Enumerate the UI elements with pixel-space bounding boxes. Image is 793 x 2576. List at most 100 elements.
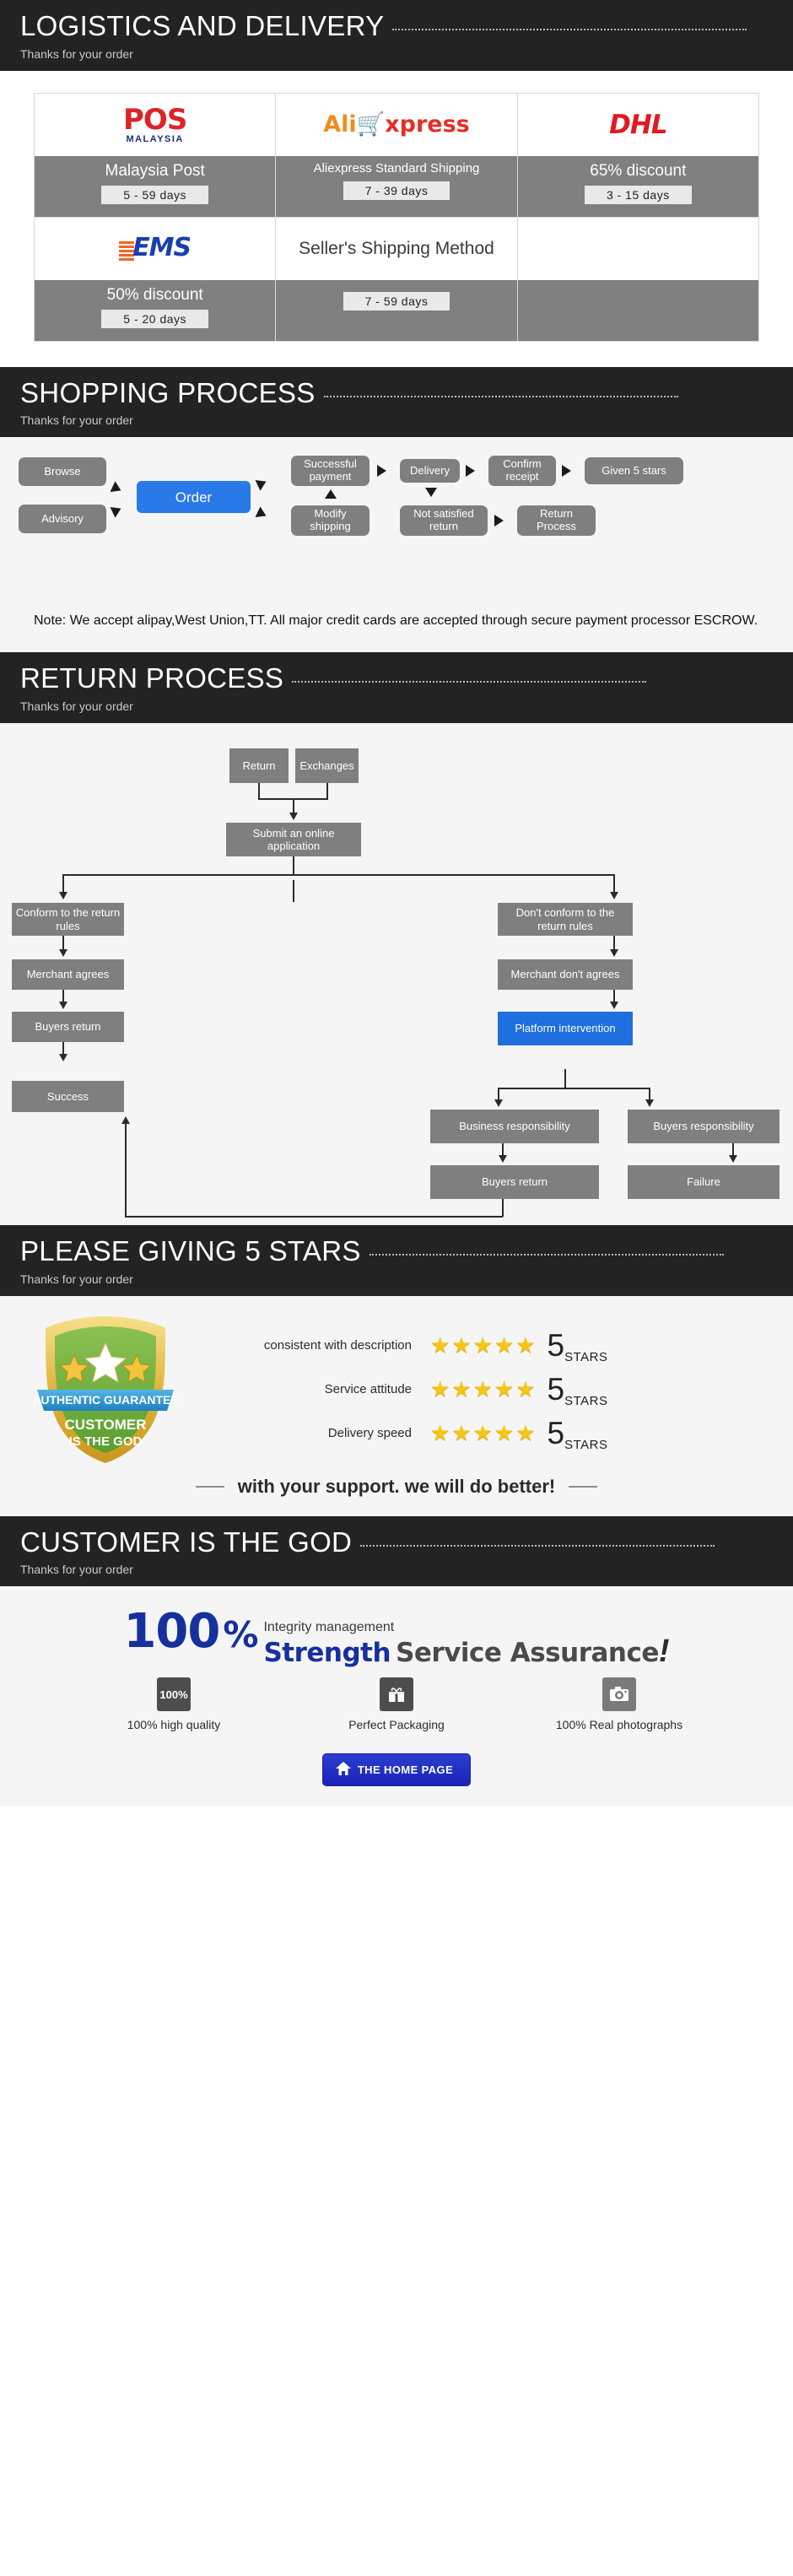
camera-icon: [602, 1677, 636, 1712]
logistics-section-header: LOGISTICS AND DELIVERY Thanks for your o…: [0, 0, 793, 71]
divider-dash-left: [195, 1485, 224, 1488]
arrow-not-satisfied-to-return-process: [494, 515, 504, 527]
flow-node-buyers-return-left: Buyers return: [12, 1012, 124, 1043]
arrow-to-platform-intervention: [610, 1002, 618, 1010]
star-rating-icons: ★★★★★: [430, 1376, 537, 1402]
feature-high-quality: 100% 100% high quality: [94, 1677, 254, 1731]
flow-node-business-responsibility: Business responsibility: [430, 1110, 599, 1144]
connector: [564, 1069, 566, 1090]
shield-icon: AUTHENTIC GUARANTEE CUSTOMER IS THE GOD: [34, 1315, 177, 1463]
table-row: POS MALAYSIA Malaysia Post 5 - 59 days A…: [33, 92, 760, 218]
star-rating-icons: ★★★★★: [430, 1332, 537, 1358]
shipping-cell-malaysia-post: POS MALAYSIA Malaysia Post 5 - 59 days: [33, 92, 277, 218]
connector: [502, 1143, 504, 1159]
connector: [613, 936, 615, 954]
arrow-browse-to-order: [110, 481, 124, 496]
feature-real-photographs: 100% Real photographs: [539, 1677, 699, 1731]
connector: [326, 783, 328, 800]
connector: [62, 990, 64, 1006]
assurance-percent: %: [223, 1614, 259, 1656]
header-dotted-rule: [323, 395, 678, 397]
shipping-method-name: Aliexpress Standard Shipping: [313, 160, 480, 176]
shipping-method-name: Malaysia Post: [105, 161, 205, 180]
rating-unit: STARS: [564, 1350, 608, 1365]
table-row: EMS 50% discount 5 - 20 days Seller's Sh…: [33, 216, 760, 342]
arrow-to-business-responsibility: [494, 1099, 503, 1108]
shipping-cell-seller-method: Seller's Shipping Method 7 - 59 days: [275, 216, 518, 342]
shipping-methods-table: POS MALAYSIA Malaysia Post 5 - 59 days A…: [33, 92, 760, 342]
shipping-methods-table-wrap: POS MALAYSIA Malaysia Post 5 - 59 days A…: [0, 70, 793, 367]
rating-label: Delivery speed: [327, 1425, 412, 1440]
home-page-button[interactable]: THE HOME PAGE: [321, 1753, 472, 1787]
flow-node-failure: Failure: [628, 1165, 780, 1200]
feature-label: 100% Real photographs: [555, 1718, 683, 1732]
badge-line1-text: CUSTOMER: [65, 1417, 147, 1433]
feature-row: 100% 100% high quality Perfect Packaging…: [0, 1677, 793, 1731]
flow-node-merchant-dont-agrees: Merchant don't agrees: [498, 959, 633, 991]
rating-row: consistent with description ★★★★★ 5 STAR…: [186, 1323, 768, 1367]
arrow-to-failure: [729, 1155, 737, 1164]
flow-node-order: Order: [137, 481, 251, 514]
header-dotted-rule: [392, 29, 747, 30]
return-process-flowchart: Return Exchanges Submit an online applic…: [0, 723, 793, 1078]
flow-node-buyers-return-right: Buyers return: [430, 1165, 599, 1200]
percent-100-icon: 100%: [157, 1677, 191, 1712]
god-subtitle: Thanks for your order: [20, 1563, 133, 1577]
dhl-logo-text: DHL: [609, 109, 667, 140]
feature-label: Perfect Packaging: [348, 1718, 445, 1732]
support-tagline: with your support. we will do better!: [0, 1476, 793, 1498]
god-title: CUSTOMER IS THE GOD: [20, 1526, 353, 1558]
shipping-days-badge: 7 - 39 days: [343, 181, 450, 201]
stars-subtitle: Thanks for your order: [20, 1272, 133, 1286]
shipping-method-name: 65% discount: [590, 161, 687, 180]
home-button-label: THE HOME PAGE: [357, 1763, 454, 1777]
arrow-to-buyers-responsibility: [645, 1099, 654, 1108]
ems-logo-text: EMS: [132, 232, 192, 262]
rating-rows: consistent with description ★★★★★ 5 STAR…: [186, 1323, 768, 1455]
connector: [125, 1124, 127, 1218]
header-dotted-rule: [360, 1544, 715, 1547]
flow-node-buyers-responsibility: Buyers responsibility: [628, 1110, 780, 1144]
flow-node-return-process: Return Process: [517, 505, 596, 537]
flow-node-successful-payment: Successful payment: [291, 456, 370, 487]
pos-malaysia-logo-sub: MALAYSIA: [126, 133, 184, 144]
flow-node-confirm-receipt: Confirm receipt: [488, 456, 556, 487]
feature-perfect-packaging: Perfect Packaging: [316, 1677, 477, 1731]
arrow-successful-payment-to-delivery: [377, 465, 386, 478]
arrow-to-conform-rules: [59, 892, 67, 900]
sellers-shipping-method-label: Seller's Shipping Method: [276, 217, 517, 280]
support-text: with your support. we will do better!: [237, 1475, 556, 1497]
shipping-cell-dhl: DHL 65% discount 3 - 15 days: [516, 92, 760, 218]
star-rating-icons: ★★★★★: [430, 1420, 537, 1446]
payment-note: Note: We accept alipay,West Union,TT. Al…: [0, 606, 793, 653]
ratings-section: AUTHENTIC GUARANTEE CUSTOMER IS THE GOD …: [0, 1295, 793, 1516]
stars-title: PLEASE GIVING 5 STARS: [20, 1235, 361, 1267]
shipping-days-badge: 5 - 20 days: [101, 309, 209, 328]
shopping-subtitle: Thanks for your order: [20, 413, 133, 428]
rating-row: Delivery speed ★★★★★ 5 STARS: [186, 1411, 768, 1455]
flow-node-merchant-agrees: Merchant agrees: [12, 959, 124, 991]
rating-unit: STARS: [564, 1438, 608, 1453]
flow-node-modify-shipping: Modify shipping: [291, 505, 370, 537]
dhl-logo: DHL: [517, 93, 758, 156]
pos-malaysia-logo-text: POS: [123, 102, 187, 137]
returns-section-header: RETURN PROCESS Thanks for your order: [0, 652, 793, 724]
shipping-method-name: 50% discount: [106, 285, 203, 304]
arrow-order-to-successful-payment: [255, 476, 269, 491]
connector: [258, 783, 260, 800]
shopping-title: SHOPPING PROCESS: [20, 376, 316, 408]
rating-score: 5: [547, 1327, 565, 1363]
arrow-delivery-to-confirm-receipt: [466, 465, 475, 478]
arrow-modify-shipping-to-successful-payment: [325, 489, 337, 500]
connector: [502, 1199, 504, 1218]
service-assurance-text: Service Assurance: [396, 1637, 659, 1668]
flow-node-conform-rules: Conform to the return rules: [12, 903, 124, 937]
flow-node-given-5-stars: Given 5 stars: [585, 457, 683, 485]
flow-node-platform-intervention: Platform intervention: [498, 1012, 633, 1046]
strength-text: Strength: [263, 1637, 391, 1668]
arrow-delivery-to-not-satisfied: [425, 488, 437, 498]
connector: [62, 1042, 64, 1058]
exclamation-mark: !: [658, 1633, 670, 1669]
flow-node-not-satisfied-return: Not satisfied return: [400, 505, 488, 537]
